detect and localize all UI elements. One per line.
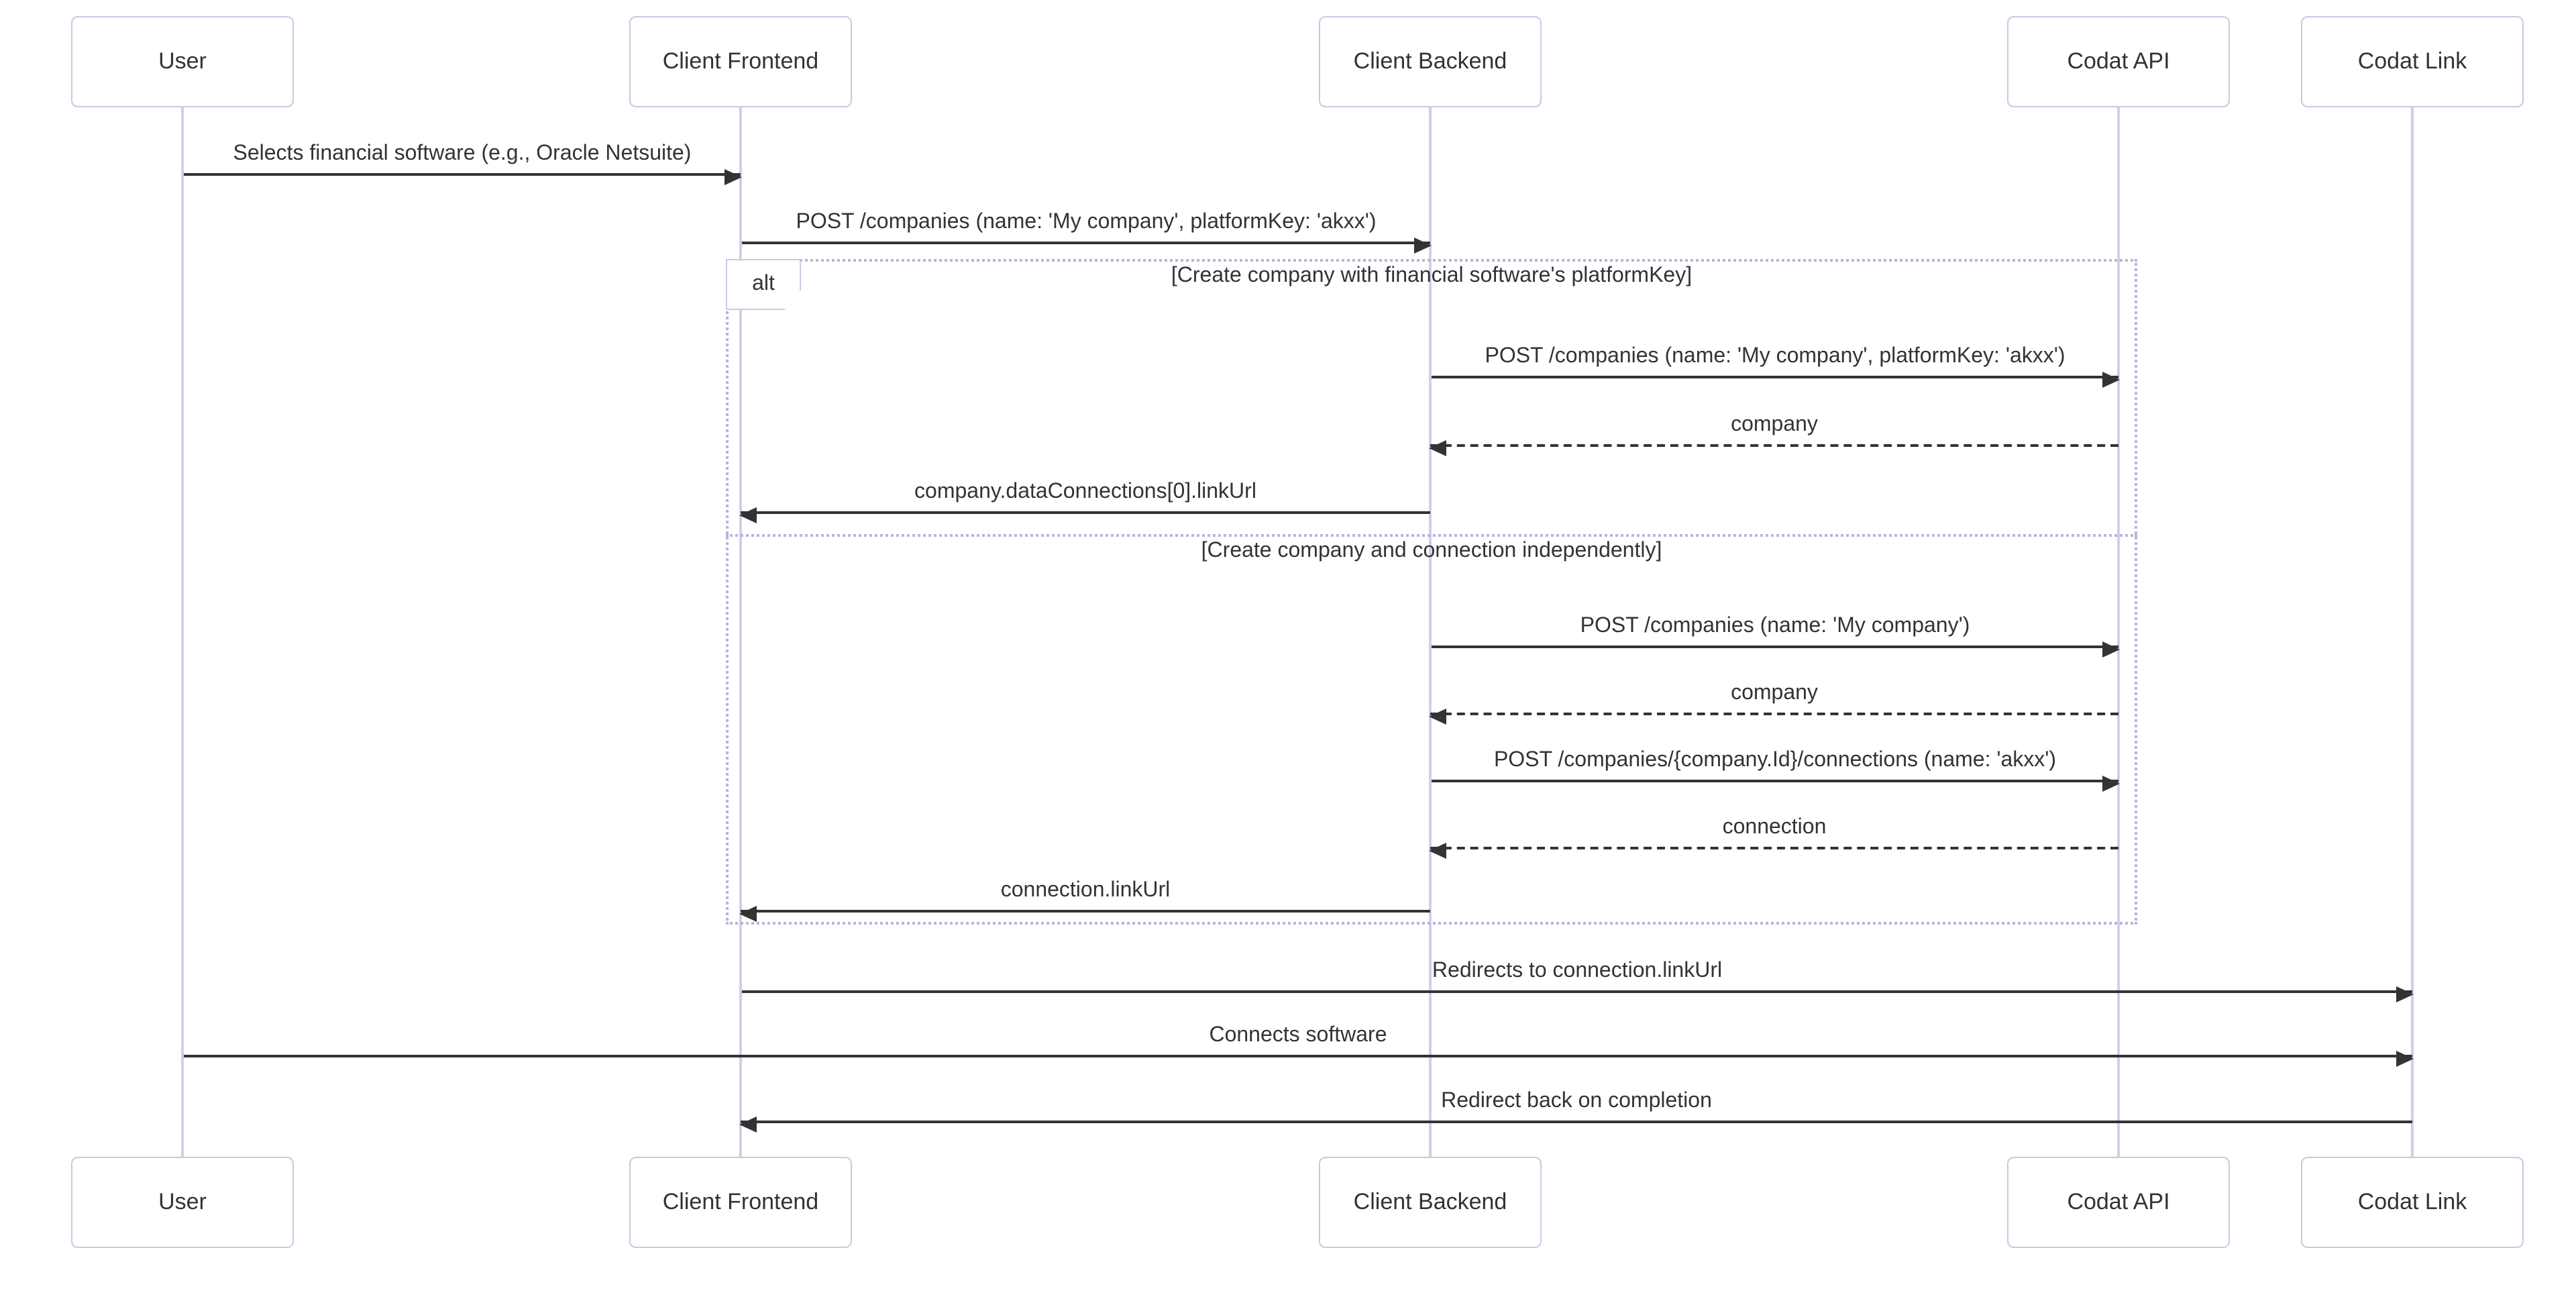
arrowhead-right-icon [1414,238,1432,254]
message-label: connection.linkUrl [1000,879,1171,902]
alt-operator-text: alt [752,272,775,295]
message-label: Redirect back on completion [1441,1090,1712,1112]
lifeline-client-backend [1429,107,1432,1157]
arrowhead-left-icon [739,906,757,922]
message-redirect-back: Redirect back on completion [739,1080,2412,1133]
message-line [1432,641,2120,658]
message-label: Connects software [1209,1024,1387,1047]
arrowhead-right-icon [724,169,742,185]
message-line [739,1116,2412,1133]
message-line [742,238,1432,254]
message-label: Selects financial software (e.g., Oracle… [233,142,692,165]
message-label: company [1731,413,1818,436]
participant-top-client-backend: Client Backend [1319,16,1542,107]
message-label: POST /companies (name: 'My company') [1580,615,1970,637]
arrowhead-left-icon [1429,440,1446,456]
message-label: Redirects to connection.linkUrl [1432,959,1723,982]
message-connection-return: connection [1429,807,2118,859]
participant-label: User [158,1189,207,1214]
alt-frame-divider [726,534,2137,537]
participant-label: User [158,48,207,74]
arrowhead-right-icon [2102,641,2120,658]
participant-label: Codat API [2067,48,2170,74]
lifeline-codat-api [2117,107,2120,1157]
participant-bottom-codat-api: Codat API [2007,1157,2230,1248]
message-line [742,986,2414,1002]
message-post-companies-platformkey-backend: POST /companies (name: 'My company', pla… [1432,335,2120,388]
message-label: POST /companies (name: 'My company', pla… [1485,345,2065,368]
message-label: company.dataConnections[0].linkUrl [914,480,1256,503]
participant-bottom-client-frontend: Client Frontend [629,1157,852,1248]
message-line [184,1051,2414,1067]
message-label: POST /companies/{company.Id}/connections… [1493,749,2057,772]
message-line [1432,776,2120,792]
message-dataconnections-linkurl: company.dataConnections[0].linkUrl [739,471,1430,523]
message-label: POST /companies (name: 'My company', pla… [796,211,1377,233]
participant-label: Client Backend [1353,1189,1507,1214]
participant-label: Codat API [2067,1189,2170,1214]
participant-label: Codat Link [2357,48,2467,74]
arrowhead-right-icon [2396,1051,2414,1067]
message-post-companies-name-only: POST /companies (name: 'My company') [1432,605,2120,658]
message-redirects-to-linkurl: Redirects to connection.linkUrl [742,950,2414,1002]
message-label: company [1731,682,1818,705]
lifeline-codat-link [2411,107,2414,1157]
message-line [1429,709,2118,725]
message-line [739,906,1430,922]
arrowhead-left-icon [739,507,757,523]
lifeline-client-frontend [739,107,742,1157]
arrowhead-right-icon [2102,776,2120,792]
message-line [739,507,1430,523]
participant-top-user: User [71,16,294,107]
participant-top-codat-api: Codat API [2007,16,2230,107]
participant-bottom-client-backend: Client Backend [1319,1157,1542,1248]
alt-branch-condition-0: [Create company with financial software'… [1171,264,1693,287]
participant-label: Client Backend [1353,48,1507,74]
message-company-return-2: company [1429,672,2118,725]
alt-branch-condition-1: [Create company and connection independe… [1201,539,1662,562]
participant-label: Client Frontend [662,1189,819,1214]
lifeline-user [181,107,184,1157]
arrowhead-right-icon [2102,372,2120,388]
message-label: connection [1722,816,1827,839]
participant-label: Client Frontend [662,48,819,74]
arrowhead-left-icon [739,1116,757,1133]
message-line [1429,440,2118,456]
participant-top-codat-link: Codat Link [2301,16,2524,107]
message-connection-linkurl: connection.linkUrl [739,870,1430,922]
participant-label: Codat Link [2357,1189,2467,1214]
alt-operator-label: alt [726,259,801,310]
arrowhead-left-icon [1429,709,1446,725]
message-line [1429,843,2118,859]
arrowhead-left-icon [1429,843,1446,859]
alt-frame [726,259,2137,925]
participant-bottom-user: User [71,1157,294,1248]
participant-top-client-frontend: Client Frontend [629,16,852,107]
message-post-companies-platformkey-frontend: POST /companies (name: 'My company', pla… [742,201,1432,254]
message-line [1432,372,2120,388]
message-company-return-1: company [1429,404,2118,456]
arrowhead-right-icon [2396,986,2414,1002]
participant-bottom-codat-link: Codat Link [2301,1157,2524,1248]
message-selects-financial-software: Selects financial software (e.g., Oracle… [184,133,742,185]
message-post-connections: POST /companies/{company.Id}/connections… [1432,739,2120,792]
message-connects-software: Connects software [184,1015,2414,1067]
message-line [184,169,742,185]
